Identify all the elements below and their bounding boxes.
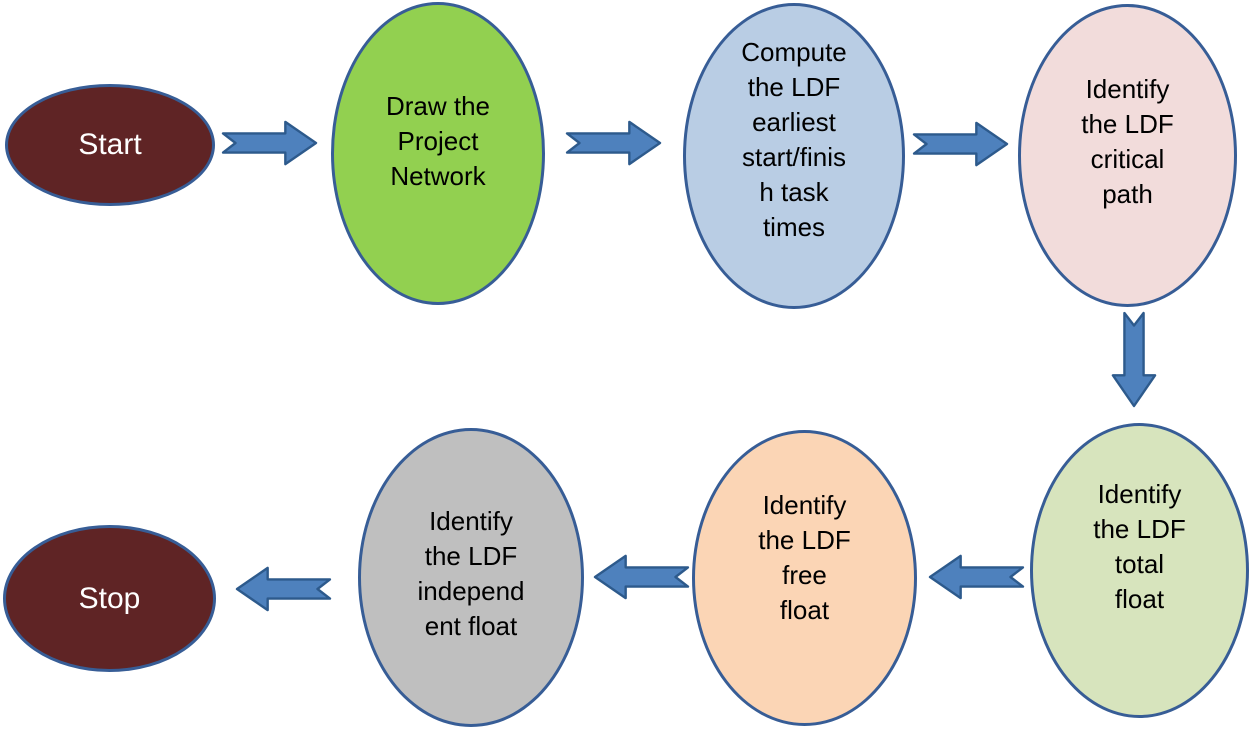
node-start: Start xyxy=(5,84,215,206)
node-draw-project-network-label: Draw the Project Network xyxy=(385,91,491,191)
node-stop: Stop xyxy=(3,525,216,672)
node-identify-free-float-label: Identify the LDF free float xyxy=(758,490,851,625)
node-identify-critical-path-label: Identify the LDF critical path xyxy=(1081,73,1174,209)
arrow-independent-to-stop-icon xyxy=(235,566,332,612)
arrow-start-to-draw-icon xyxy=(221,120,318,166)
arrow-free-to-independent-icon xyxy=(593,554,690,600)
node-compute-ldf-times-label: Compute the LDF earliest start/finis h t… xyxy=(741,37,847,242)
node-draw-project-network: Draw the Project Network xyxy=(331,2,545,305)
node-identify-total-float: Identify the LDF total float xyxy=(1030,423,1249,718)
node-identify-total-float-label: Identify the LDF total float xyxy=(1093,478,1186,614)
node-identify-independent-float: Identify the LDF independ ent float xyxy=(358,428,584,727)
node-identify-critical-path: Identify the LDF critical path xyxy=(1018,4,1237,307)
arrow-draw-to-compute-icon xyxy=(565,120,662,166)
node-identify-free-float: Identify the LDF free float xyxy=(692,430,917,726)
node-stop-label: Stop xyxy=(78,581,141,615)
arrow-total-to-free-icon xyxy=(928,554,1025,600)
node-identify-independent-float-label: Identify the LDF independ ent float xyxy=(417,505,525,641)
arrow-critical-to-total-icon xyxy=(1111,311,1157,408)
node-start-label: Start xyxy=(78,128,142,161)
node-compute-ldf-times: Compute the LDF earliest start/finis h t… xyxy=(683,3,905,309)
arrow-compute-to-critical-icon xyxy=(912,121,1009,167)
